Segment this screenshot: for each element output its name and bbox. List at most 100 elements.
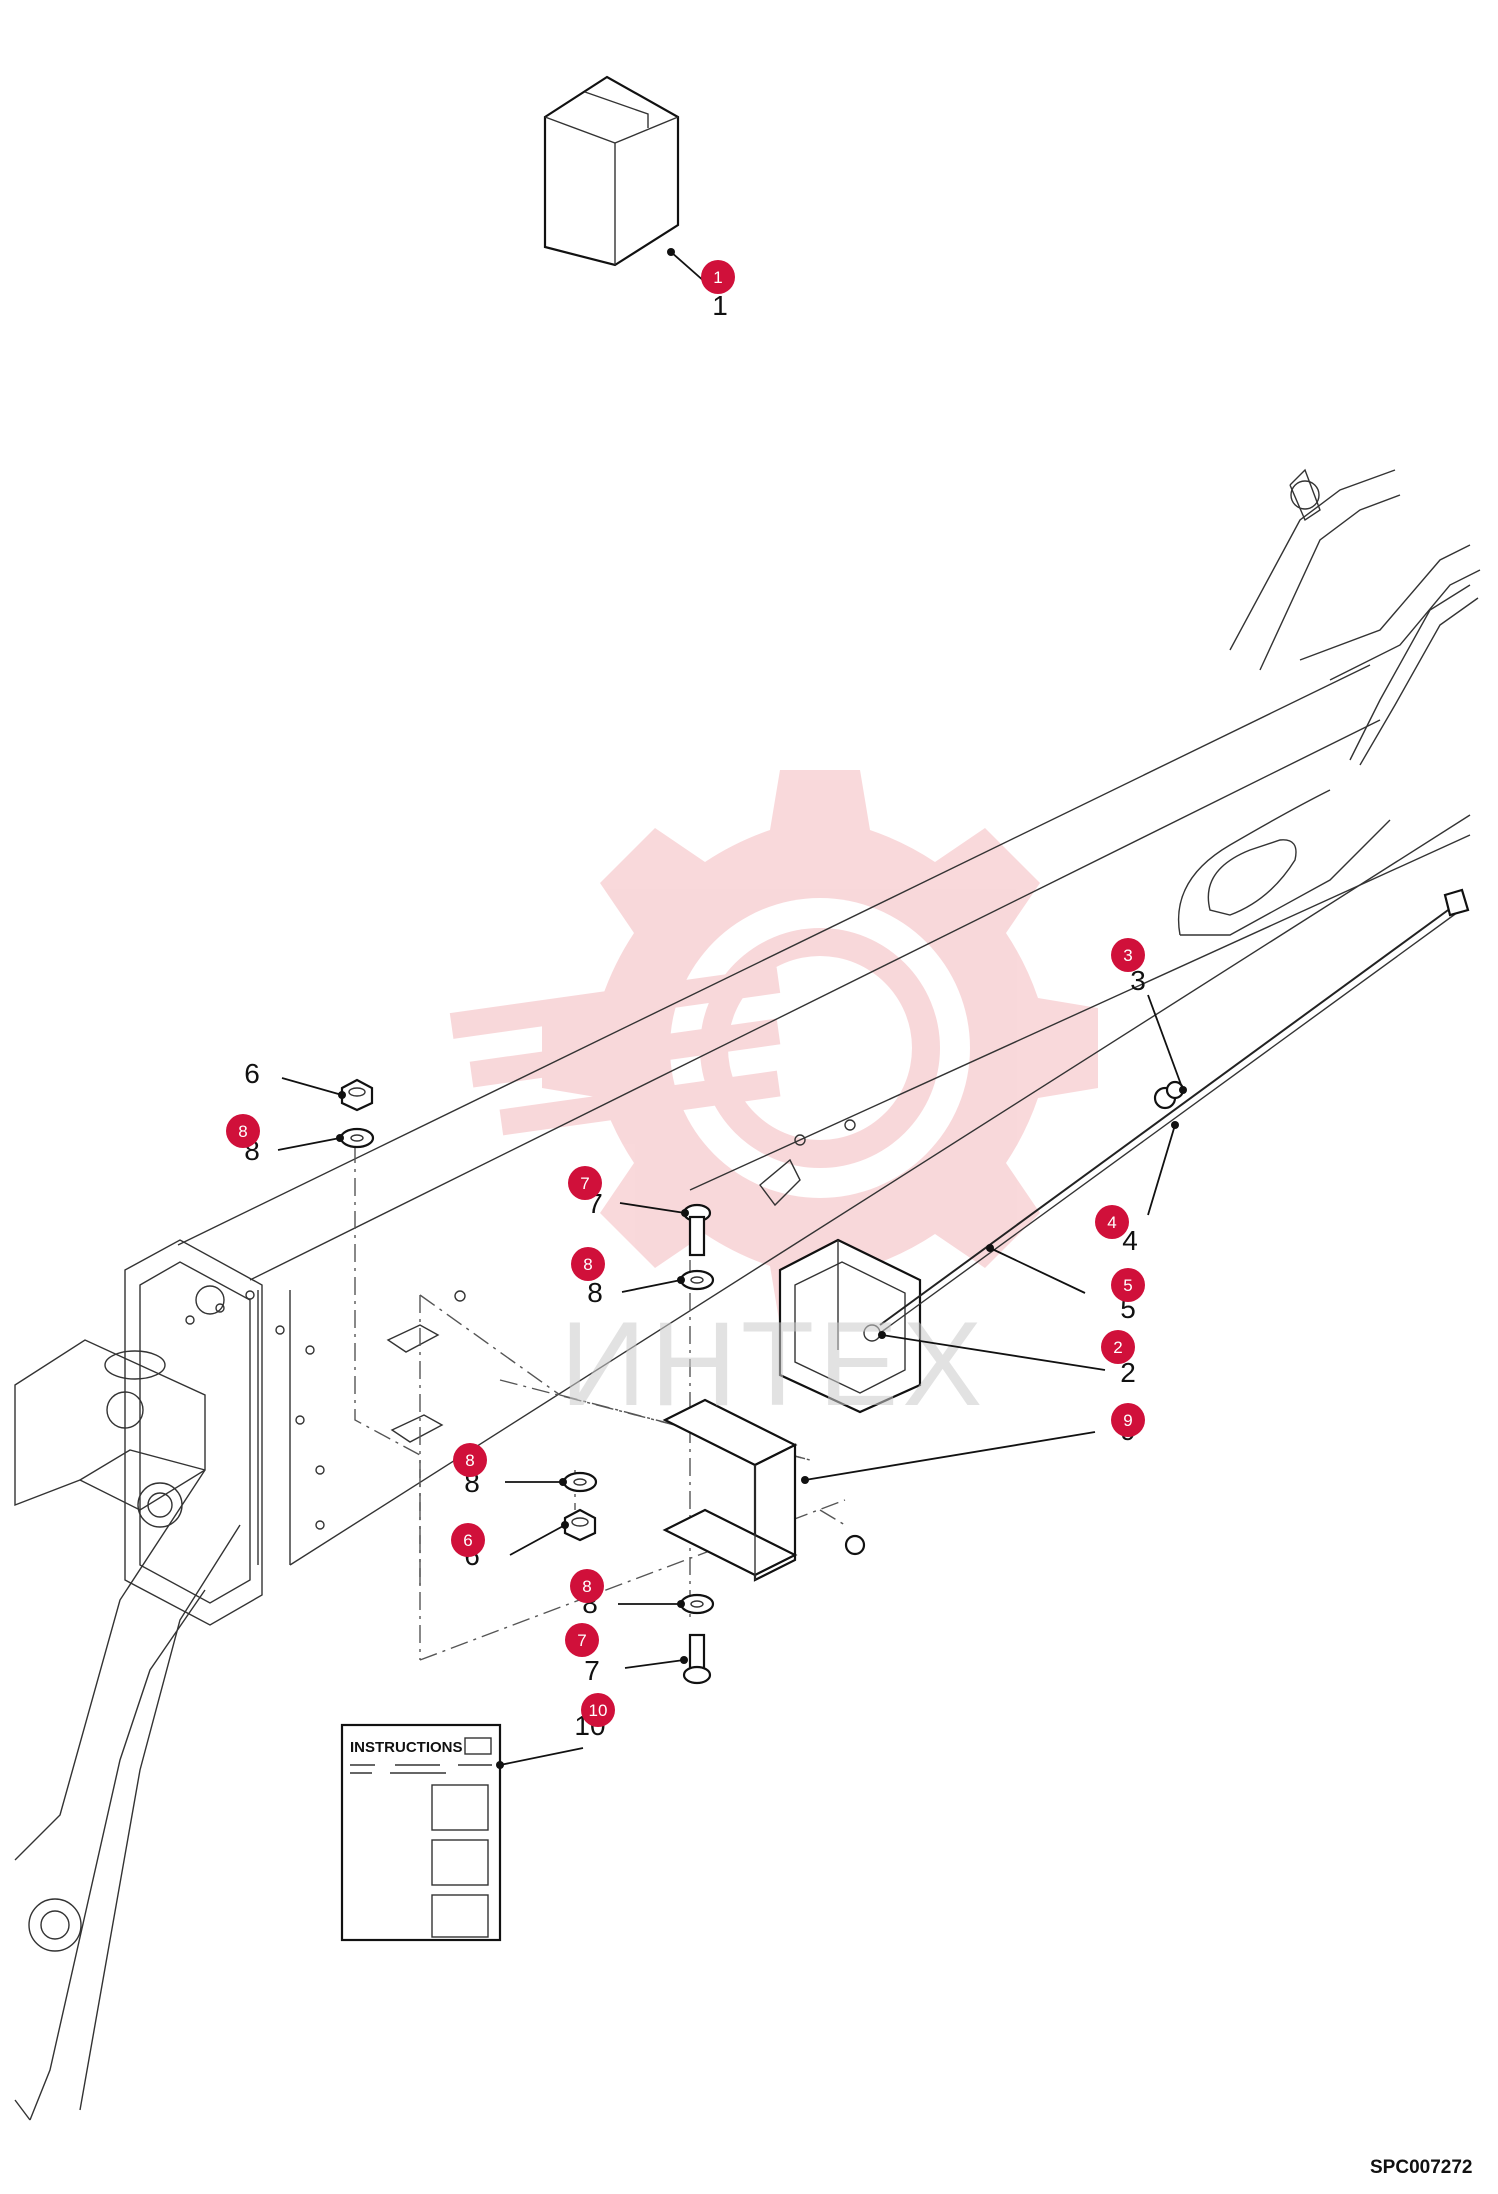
part-number-label: 2 <box>1120 1357 1136 1388</box>
hardware-items <box>339 1078 715 1685</box>
badge-number: 2 <box>1113 1338 1122 1357</box>
badge-number: 8 <box>465 1451 474 1470</box>
callout-p8c: 88 <box>453 1443 567 1498</box>
leader-line <box>619 1202 686 1214</box>
badge-number: 7 <box>580 1174 589 1193</box>
badge-circle <box>453 1443 487 1477</box>
leader-dot <box>338 1091 346 1099</box>
leader-dot <box>677 1276 685 1284</box>
part-badge: 8 <box>226 1114 260 1148</box>
leader-dot <box>559 1478 567 1486</box>
leader-line <box>804 1431 1096 1481</box>
item-10-instructions-sheet: INSTRUCTIONS <box>340 1723 502 1942</box>
part-number-label: 6 <box>244 1058 260 1089</box>
leader-line <box>989 1247 1086 1294</box>
item-2-light-box <box>778 1238 922 1414</box>
leader-dot <box>677 1600 685 1608</box>
part-badge: 1 <box>701 260 735 294</box>
callout-p8b: 88 <box>571 1247 685 1308</box>
drawing-code: SPC007272 <box>1370 2157 1472 2178</box>
leader-line <box>281 1077 343 1096</box>
badge-circle <box>226 1114 260 1148</box>
badge-circle <box>1095 1205 1129 1239</box>
badge-number: 8 <box>583 1255 592 1274</box>
callout-p7a: 77 <box>568 1166 689 1219</box>
badge-circle <box>1111 938 1145 972</box>
leader-line <box>881 1334 1106 1371</box>
part-number-label: 8 <box>587 1277 603 1308</box>
part-badge: 2 <box>1101 1330 1135 1364</box>
leader-dot <box>1171 1121 1179 1129</box>
part-badge: 5 <box>1111 1268 1145 1302</box>
callout-p2: 22 <box>878 1330 1136 1388</box>
leader-dot <box>878 1331 886 1339</box>
badge-number: 7 <box>577 1631 586 1650</box>
part-badge: 9 <box>1111 1403 1145 1437</box>
callout-p8a: 88 <box>226 1114 344 1166</box>
item-1-box <box>543 75 680 267</box>
callout-p8d: 88 <box>570 1569 685 1619</box>
badge-circle <box>571 1247 605 1281</box>
leader-dot <box>496 1761 504 1769</box>
watermark-text: ИНТЕХ <box>560 1297 986 1431</box>
part-badge: 3 <box>1111 938 1145 972</box>
part-number-label: 4 <box>1122 1225 1138 1256</box>
badge-number: 10 <box>589 1701 608 1720</box>
badge-circle <box>570 1569 604 1603</box>
badge-circle <box>701 260 735 294</box>
badge-number: 6 <box>463 1531 472 1550</box>
part-number-label: 1 <box>712 290 728 321</box>
part-badge: 10 <box>581 1693 615 1727</box>
item-9-bracket <box>662 1398 866 1582</box>
badge-number: 8 <box>238 1122 247 1141</box>
part-badge: 8 <box>571 1247 605 1281</box>
badge-number: 3 <box>1123 946 1132 965</box>
leader-line <box>624 1659 685 1669</box>
callout-p3: 33 <box>1111 938 1187 1094</box>
leader-dot <box>667 248 675 256</box>
leader-line <box>621 1279 682 1293</box>
part-badge: 8 <box>453 1443 487 1477</box>
watermark-gear-icon <box>449 770 1098 1326</box>
leader-line <box>670 251 706 283</box>
leader-dot <box>1179 1086 1187 1094</box>
badge-circle <box>1101 1330 1135 1364</box>
leader-line <box>1147 1124 1176 1216</box>
part-badge: 7 <box>568 1166 602 1200</box>
callout-p6a: 6 <box>244 1058 346 1099</box>
callout-p4: 44 <box>1095 1121 1179 1256</box>
leader-line <box>499 1747 584 1766</box>
badge-number: 5 <box>1123 1276 1132 1295</box>
instructions-title: INSTRUCTIONS <box>350 1739 463 1756</box>
badge-number: 8 <box>582 1577 591 1596</box>
badge-number: 4 <box>1107 1213 1116 1232</box>
leader-dot <box>336 1134 344 1142</box>
part-number-label: 7 <box>584 1655 600 1686</box>
callout-p9: 99 <box>801 1403 1145 1484</box>
telescopic-boom <box>14 468 1481 2121</box>
badge-circle <box>1111 1268 1145 1302</box>
badge-circle <box>1111 1403 1145 1437</box>
badge-number: 1 <box>713 268 722 287</box>
badge-number: 9 <box>1123 1411 1132 1430</box>
leader-dot <box>680 1656 688 1664</box>
callout-p1: 11 <box>667 248 735 321</box>
badge-circle <box>565 1623 599 1657</box>
leader-dot <box>801 1476 809 1484</box>
callout-p7b: 77 <box>565 1623 688 1686</box>
callout-p6b: 66 <box>451 1521 569 1571</box>
part-badge: 6 <box>451 1523 485 1557</box>
leader-line <box>277 1137 341 1151</box>
leader-dot <box>986 1244 994 1252</box>
badge-circle <box>581 1693 615 1727</box>
leader-line <box>1147 994 1184 1091</box>
part-number-label: 3 <box>1130 965 1146 996</box>
part-badge: 8 <box>570 1569 604 1603</box>
callout-p5: 55 <box>986 1244 1145 1324</box>
leader-line <box>509 1524 566 1556</box>
item-5-rod <box>879 888 1470 1334</box>
badge-circle <box>451 1523 485 1557</box>
part-badge: 4 <box>1095 1205 1129 1239</box>
badge-circle <box>568 1166 602 1200</box>
